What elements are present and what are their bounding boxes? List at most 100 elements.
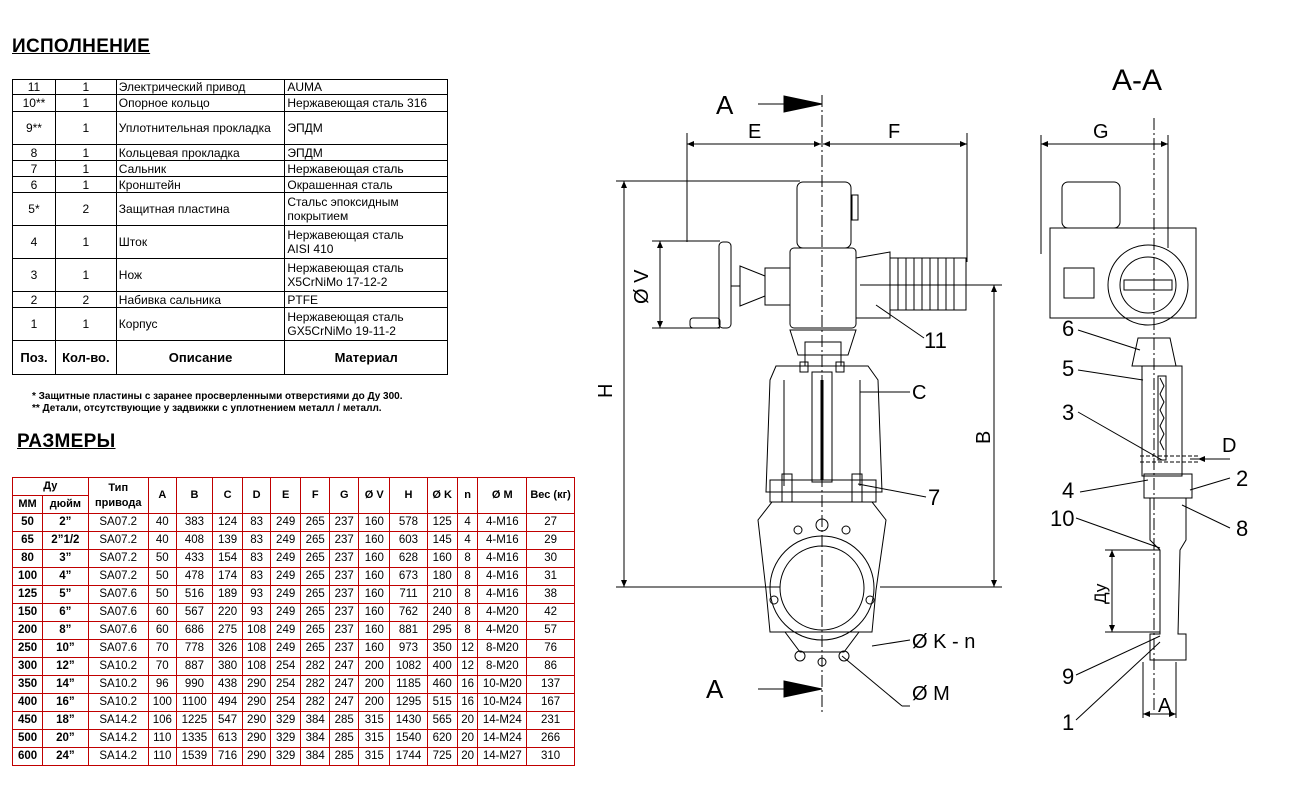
port-outer [769,535,875,641]
dims-cell: 27 [526,513,575,532]
dims-cell: 83 [242,531,272,550]
dim-m: Ø M [912,683,950,705]
dim-g: G [1093,121,1109,143]
dims-cell: 600 [11,747,44,766]
parts-header-qty: Кол-во. [54,340,117,375]
dims-header-col: E [270,477,302,514]
dim-k: Ø K - n [912,631,975,653]
dims-cell: 108 [242,657,272,676]
dims-cell: 20 [456,711,479,730]
dim-f: F [888,121,900,143]
dims-cell: 110 [147,729,177,748]
dims-cell: 125 [11,585,44,604]
dims-header-col: C [212,477,244,514]
notes: * Защитные пластины с заранее просверлен… [32,391,403,415]
dims-cell: 716 [212,747,244,766]
dims-cell: 4-M16 [477,513,528,532]
callout-6: 6 [1062,316,1074,341]
dims-cell: 265 [300,585,331,604]
dims-cell: 16 [456,693,479,712]
dims-cell: 285 [329,747,360,766]
material-line-2: GX5CrNiMo 19-11-2 [287,324,396,338]
dims-header-col: B [175,477,214,514]
dims-cell: 265 [300,549,331,568]
side-actuator [1049,227,1197,319]
parts-header-desc: Описание [115,340,286,375]
dims-cell: 4-M20 [477,603,528,622]
dims-cell: 620 [426,729,458,748]
dims-cell: 1185 [389,675,428,694]
side-motor [1061,181,1121,229]
dims-cell: 254 [270,693,302,712]
dims-cell: 20” [42,729,89,748]
part-material: AUMA [284,79,448,95]
dims-cell: 237 [329,639,360,658]
part-desc: Опорное кольцо [115,94,286,112]
dim-v: Ø V [631,269,653,304]
actuator-motor [796,181,852,249]
dims-cell: 14” [42,675,89,694]
parts-header-pos: Поз. [12,340,56,375]
dims-cell: 145 [426,531,458,550]
dims-cell: 124 [212,513,244,532]
part-pos: 2 [12,291,56,308]
material-line-1: ЭПДМ [287,145,323,160]
part-desc: Кольцевая прокладка [115,144,286,161]
dims-cell: 2” [42,513,89,532]
callout-2: 2 [1236,466,1248,491]
dims-cell: 137 [526,675,575,694]
dims-cell: 433 [175,549,214,568]
dims-cell: 578 [389,513,428,532]
dims-cell: 408 [175,531,214,550]
callout-9: 9 [1062,664,1074,689]
callout-4: 4 [1062,478,1074,503]
callout-11: 11 [924,328,947,353]
dims-cell: 711 [389,585,428,604]
dim-a: A [1158,695,1172,717]
dims-cell: 1430 [389,711,428,730]
material-line-1: Окрашенная сталь [287,177,393,192]
dims-cell: 329 [270,729,302,748]
dims-cell: 265 [300,603,331,622]
dims-cell: 282 [300,693,331,712]
section-letter-bottom: A [706,674,724,704]
callout-5: 5 [1062,356,1074,381]
dims-cell: SA07.2 [87,513,149,532]
bracket-front [789,329,857,356]
dims-header-col: F [300,477,331,514]
dims-cell: 10” [42,639,89,658]
side-body [1149,497,1187,661]
material-line-1: Нержавеющая сталь [287,161,404,176]
dims-cell: 65 [11,531,44,550]
dims-cell: 1539 [175,747,214,766]
note-1: * Защитные пластины с заранее просверлен… [32,391,403,402]
dims-cell: SA07.2 [87,531,149,550]
part-pos: 5* [12,192,56,226]
dims-cell: 83 [242,549,272,568]
dims-cell: 96 [147,675,177,694]
dims-cell: 237 [329,549,360,568]
dims-cell: 160 [426,549,458,568]
dims-cell: 265 [300,513,331,532]
dims-cell: SA07.6 [87,603,149,622]
material-line-2: X5CrNiMo 17-12-2 [287,275,388,289]
dims-cell: 990 [175,675,214,694]
dims-cell: 174 [212,567,244,586]
dims-cell: 249 [270,621,302,640]
section-letter-top: A [716,90,734,120]
dim-e: E [748,121,761,143]
dims-cell: 725 [426,747,458,766]
callout-10: 10 [1050,506,1074,531]
dims-cell: 83 [242,567,272,586]
